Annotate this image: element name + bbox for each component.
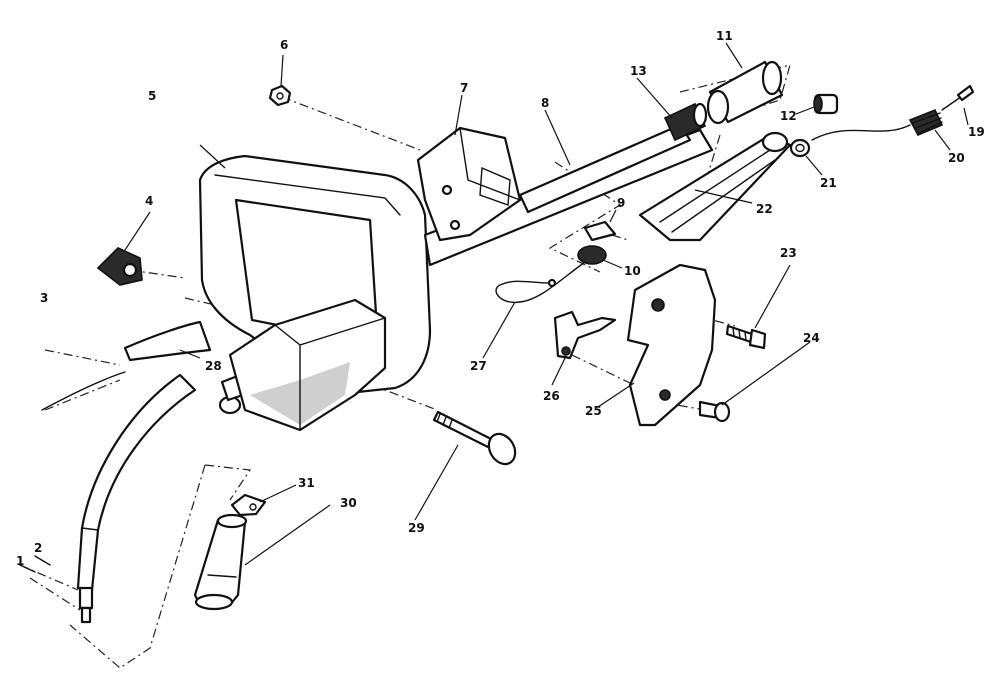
part-4-knob — [96, 247, 143, 286]
callout-4: 4 — [145, 194, 153, 208]
part-23-screw — [725, 324, 767, 350]
callout-11: 11 — [716, 29, 733, 43]
callout-28: 28 — [205, 359, 222, 373]
callout-6: 6 — [280, 38, 288, 52]
callout-7: 7 — [460, 81, 468, 95]
part-28-guard-sleeve — [123, 320, 212, 362]
callout-5: 5 — [148, 89, 156, 103]
callout-8: 8 — [541, 96, 549, 110]
part-29-carriage-bolt — [432, 410, 517, 466]
part-7-housing — [416, 126, 522, 242]
part-9-switch — [583, 220, 617, 242]
callout-1: 1 — [16, 554, 24, 568]
part-21-washer — [789, 138, 811, 158]
part-5-loop-handle — [198, 128, 714, 432]
callout-26: 26 — [543, 389, 560, 403]
callout-10: 10 — [624, 264, 641, 278]
part-30-ferrule — [193, 513, 248, 611]
part-25-cover — [626, 263, 717, 427]
callout-30: 30 — [340, 496, 357, 510]
callout-13: 13 — [630, 64, 647, 78]
part-24-shoulder-screw — [698, 400, 731, 423]
callout-numbers: 1 2 3 4 5 6 7 8 9 10 11 12 13 19 20 21 2… — [16, 29, 985, 568]
part-12-bushing — [813, 93, 839, 115]
part-10-grommet — [577, 245, 607, 265]
callout-3: 3 — [40, 291, 48, 305]
part-8-shaft — [518, 123, 692, 214]
callout-24: 24 — [803, 331, 820, 345]
callout-22: 22 — [756, 202, 773, 216]
callout-29: 29 — [408, 521, 425, 535]
part-19-20-cable-spring — [811, 84, 975, 141]
callout-27: 27 — [470, 359, 487, 373]
callout-19: 19 — [968, 125, 985, 139]
part-11-sleeve — [706, 60, 784, 125]
callout-2: 2 — [34, 541, 42, 555]
callout-9: 9 — [617, 196, 625, 210]
callout-20: 20 — [948, 151, 965, 165]
leader-lines — [124, 42, 969, 566]
part-3-tube-end — [41, 349, 126, 411]
callout-25: 25 — [585, 404, 602, 418]
part-27-wire — [495, 261, 586, 304]
part-26-trigger — [553, 310, 617, 360]
callout-12: 12 — [780, 109, 797, 123]
part-31-clip — [230, 493, 267, 517]
callout-23: 23 — [780, 246, 797, 260]
part-6-nut — [268, 84, 292, 107]
part-22-guide-track — [638, 131, 792, 242]
callout-21: 21 — [820, 176, 837, 190]
callout-31: 31 — [298, 476, 315, 490]
part-13-coupler — [663, 102, 708, 142]
part-1-2-end-fittings — [19, 555, 51, 573]
